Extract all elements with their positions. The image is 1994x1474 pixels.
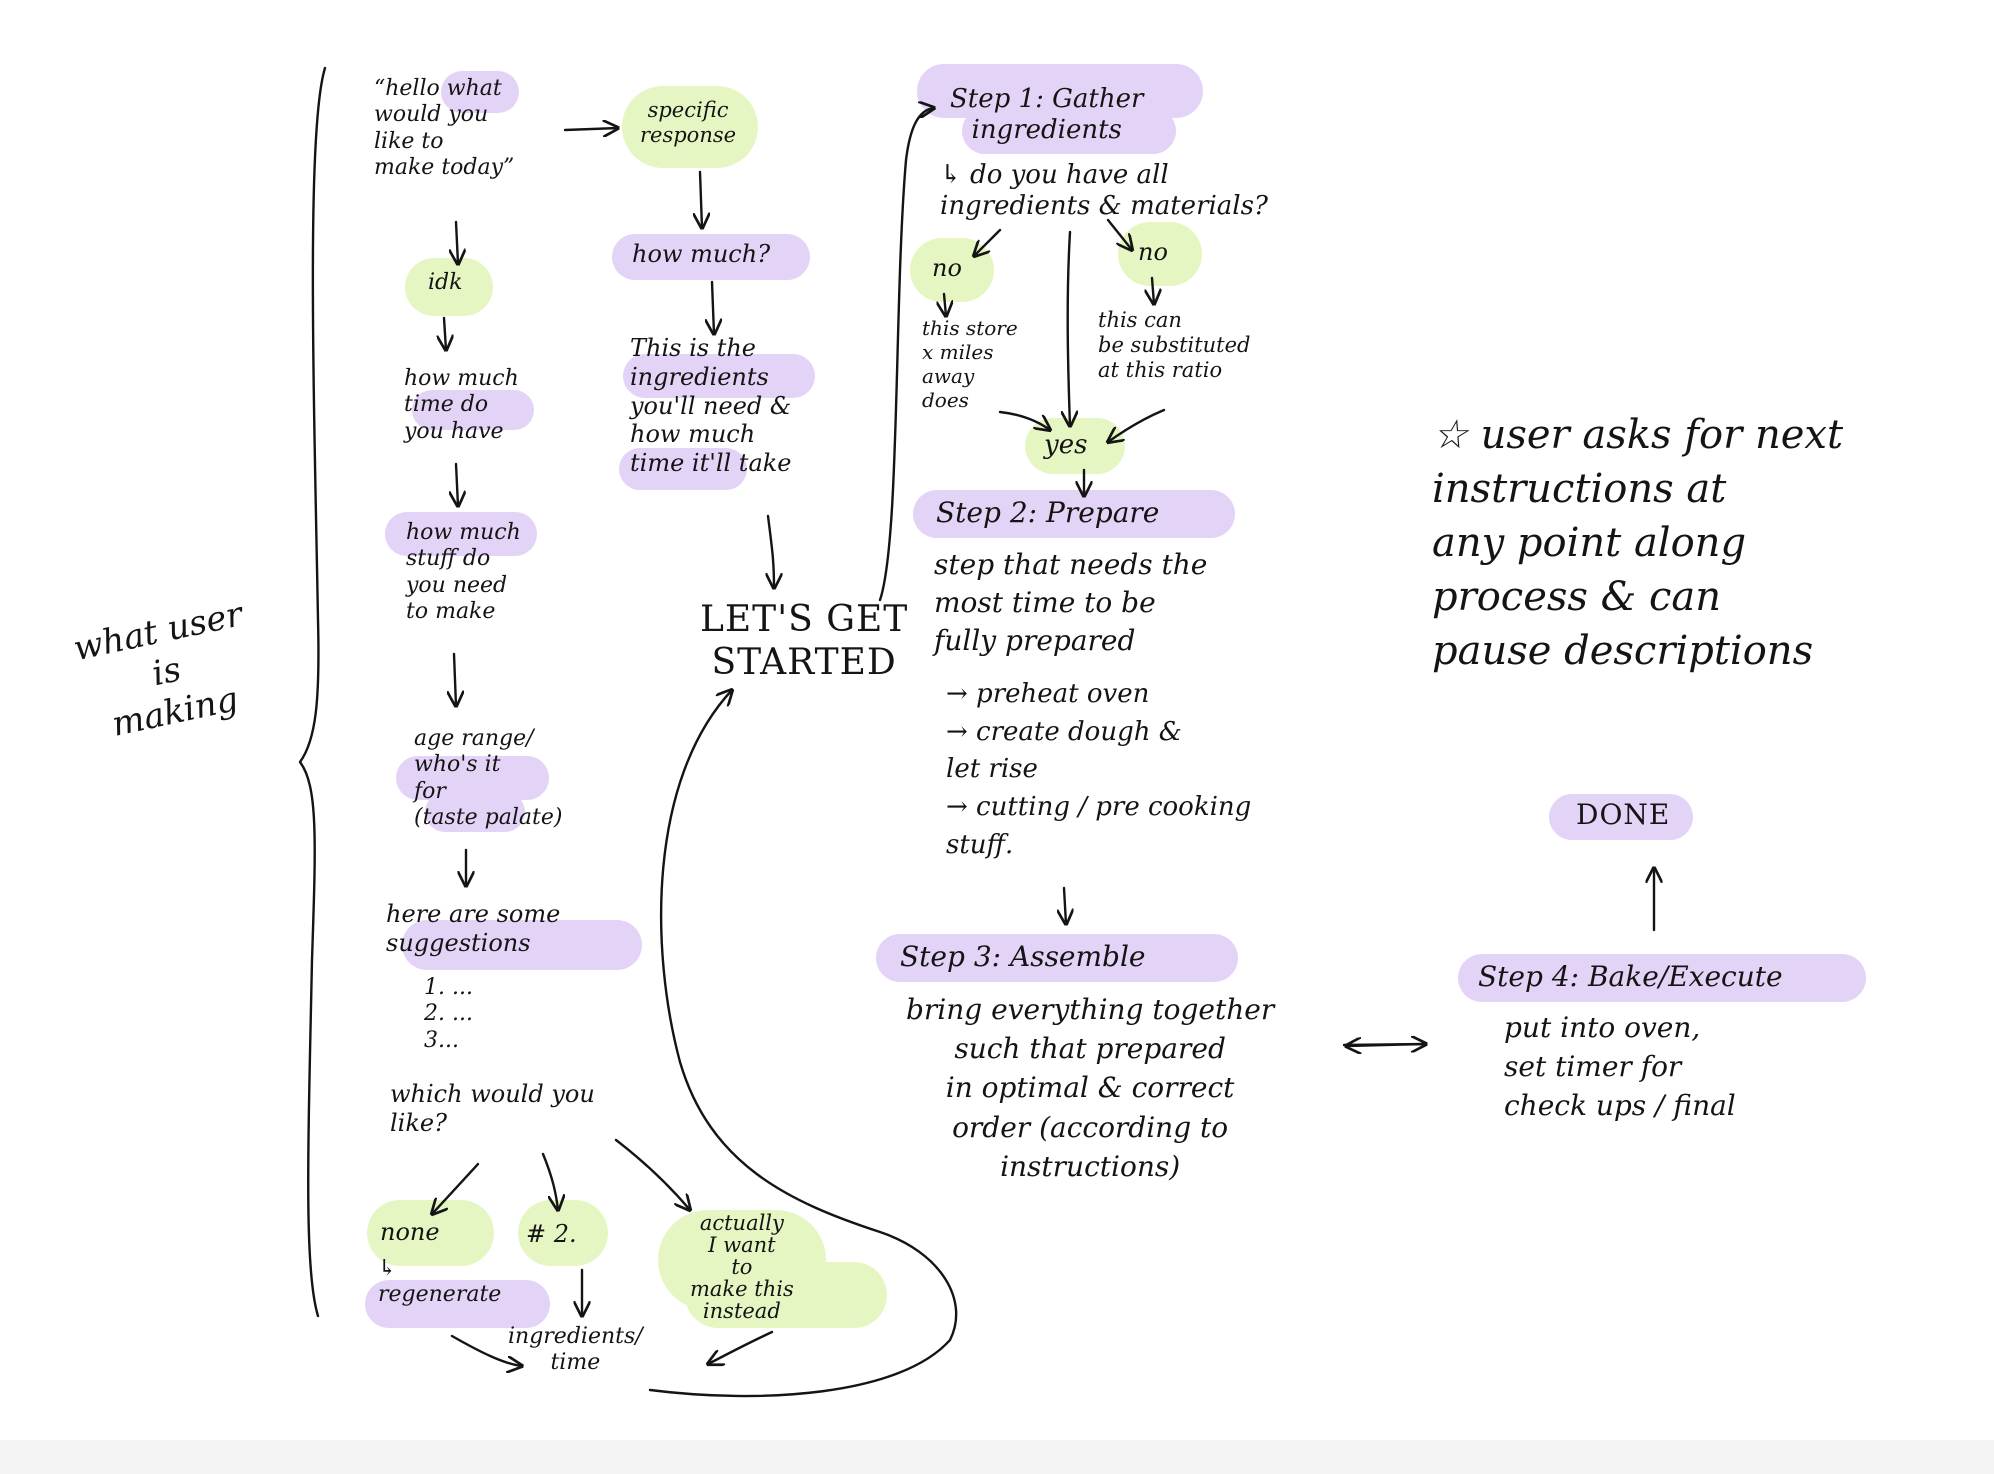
highlight-ingredients xyxy=(623,354,815,398)
step2-substeps: → preheat oven → create dough & let rise… xyxy=(946,679,1252,860)
arrow-idk-to-time xyxy=(444,316,446,350)
highlight-what xyxy=(441,71,519,113)
arrow-greeting-to-idk xyxy=(456,220,458,264)
instructions-note: ☆ user asks for next instructions at any… xyxy=(1432,412,1844,674)
actually-option: actually I want to make this instead xyxy=(690,1211,794,1324)
time-question-node: how much time do you have xyxy=(404,366,519,444)
arrow-have-to-no1 xyxy=(974,228,1002,256)
stuff-question-node: how much stuff do you need to make xyxy=(406,520,521,625)
how-much-node: how much? xyxy=(632,240,771,268)
arrow-have-to-yes xyxy=(1068,230,1070,426)
suggestions-node: here are some suggestions xyxy=(386,900,561,957)
step2-title: Step 2: Prepare xyxy=(936,496,1160,529)
regenerate-option: ↳ regenerate xyxy=(378,1256,502,1308)
ingredients-time-node: ingredients/ time xyxy=(508,1324,643,1376)
no-option-substitute: no xyxy=(1138,238,1168,266)
loop-to-lets-started xyxy=(648,690,958,1398)
bottom-strip xyxy=(0,1440,1994,1474)
arrow-stuff-to-age xyxy=(454,652,456,706)
arrow-time-to-stuff xyxy=(456,462,458,506)
highlight-actually-b xyxy=(685,1262,887,1328)
highlight-suggestions xyxy=(402,920,642,970)
arrow-no2-down xyxy=(1152,276,1154,304)
arrow-store-to-yes xyxy=(998,410,1050,430)
highlight-how-much xyxy=(612,234,810,280)
which-node: which would you like? xyxy=(390,1080,595,1137)
step4-title: Step 4: Bake/Execute xyxy=(1478,960,1783,993)
arrow-this-is-to-lets xyxy=(768,514,774,588)
age-range-node: age range/ who's it for (taste palate) xyxy=(414,726,563,831)
arrow-which-to-none xyxy=(432,1162,480,1214)
arrow-regenerate-to-ingredients xyxy=(450,1334,522,1366)
highlight-time xyxy=(619,448,747,490)
highlight-for xyxy=(425,792,525,832)
step3-description: bring everything together such that prep… xyxy=(906,993,1275,1183)
lets-get-started-node: LET'S GET STARTED xyxy=(700,599,909,684)
highlight-regenerate xyxy=(365,1280,550,1328)
yes-option: yes xyxy=(1044,430,1088,460)
highlight-step2 xyxy=(913,490,1235,538)
highlight-no2 xyxy=(1118,222,1202,286)
highlight-idk xyxy=(405,258,493,316)
ingredients-info-node: This is the ingredients you'll need & ho… xyxy=(630,334,792,478)
step3-title: Step 3: Assemble xyxy=(900,940,1146,973)
highlight-specific xyxy=(622,86,758,168)
highlight-step1-b xyxy=(962,108,1176,154)
no-option-store: no xyxy=(932,254,962,282)
substitute-note: this can be substituted at this ratio xyxy=(1098,308,1251,383)
none-option: none xyxy=(380,1218,440,1246)
step2-description: step that needs the most time to be full… xyxy=(934,548,1208,657)
highlight-time-do xyxy=(412,390,534,430)
arrow-subst-to-yes xyxy=(1108,408,1166,442)
arrow-step3-back xyxy=(1346,1044,1428,1046)
arrow-which-to-actually xyxy=(614,1138,690,1210)
arrow-actually-to-ingredients xyxy=(708,1330,774,1364)
highlight-done xyxy=(1549,794,1693,840)
arrow-specific-to-how-much xyxy=(700,170,702,228)
arrow-lets-to-step1 xyxy=(878,108,934,602)
done-node: DONE xyxy=(1576,798,1671,831)
arrow-step2-to-step3 xyxy=(1064,886,1066,924)
step4-description: put into oven, set timer for check ups /… xyxy=(1504,1011,1736,1123)
suggestion-list: 1. ... 2. ... 3... xyxy=(424,975,473,1053)
left-brace xyxy=(298,66,327,1318)
step1-title: Step 1: Gather ingredients xyxy=(950,84,1144,146)
greeting-node: “hello what would you like to make today… xyxy=(374,76,515,181)
arrow-have-to-no2 xyxy=(1106,218,1132,250)
arrow-greeting-to-specific xyxy=(563,128,618,130)
store-note: this store x miles away does xyxy=(922,316,1018,412)
arrow-no1-down xyxy=(944,292,946,316)
specific-response-node: specific response xyxy=(640,98,737,148)
highlight-step3 xyxy=(876,934,1238,982)
arrow-how-much-to-this-is xyxy=(712,280,714,334)
arrow-which-to-choice2 xyxy=(541,1152,558,1210)
highlight-step4 xyxy=(1458,954,1866,1002)
choice2-option: # 2. xyxy=(526,1220,577,1248)
highlight-how-much-stuff xyxy=(385,512,537,556)
have-all-question: ↳ do you have all ingredients & material… xyxy=(940,160,1268,222)
idk-node: idk xyxy=(428,270,463,295)
